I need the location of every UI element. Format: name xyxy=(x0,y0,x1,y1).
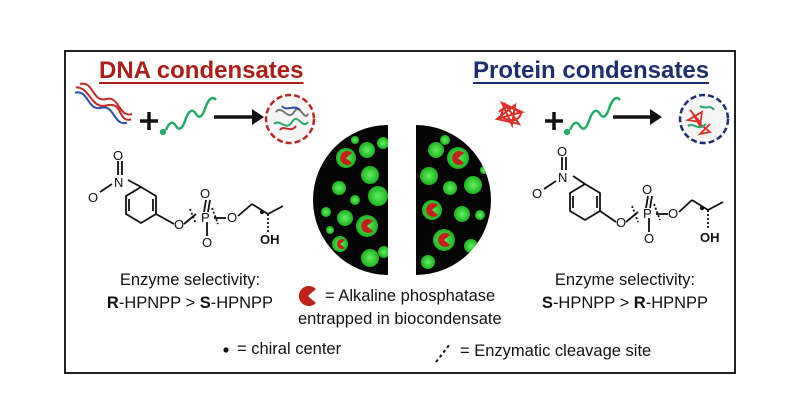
phosphoryl-o: O xyxy=(642,182,653,197)
arrow-right-icon xyxy=(613,109,662,125)
plus-icon xyxy=(140,112,158,130)
hpnpp-molecule-right xyxy=(543,157,724,232)
chiral-center-dot xyxy=(259,209,265,215)
arrow-right-icon xyxy=(214,109,264,125)
dna-condensates-title: DNA condensates xyxy=(99,57,304,84)
phosphoryl-o: O xyxy=(200,186,211,201)
enzyme-legend-line1: = Alkaline phosphatase xyxy=(325,287,496,305)
phosphorus: P xyxy=(201,210,210,225)
hydroxyl: OH xyxy=(700,230,720,245)
phosphate-o: O xyxy=(202,235,213,250)
nitro-o-left: O xyxy=(532,186,543,201)
nitro-o-left: O xyxy=(88,190,99,205)
right-selectivity-order: S-HPNPP > R-HPNPP xyxy=(541,294,709,312)
right-selectivity-label: Enzyme selectivity: xyxy=(554,271,696,289)
protein-condensates-title: Protein condensates xyxy=(473,57,710,84)
nitro-n: N xyxy=(114,175,124,190)
cleavage-legend-icon xyxy=(435,343,451,363)
hpnpp-molecule-left xyxy=(99,161,284,236)
peptide-helix-icon xyxy=(563,96,621,136)
phosphate-o: O xyxy=(644,231,655,246)
protein-icon xyxy=(494,101,525,129)
left-selectivity-order: R-HPNPP > S-HPNPP xyxy=(106,294,274,312)
microscopy-left-half xyxy=(313,125,388,275)
cleavage-site-legend: = Enzymatic cleavage site xyxy=(460,342,652,360)
enzyme-legend-line2: entrapped in biocondensate xyxy=(298,310,502,328)
plus-icon xyxy=(545,112,563,130)
dna-double-helix-icon xyxy=(74,82,133,124)
nitro-o-top: O xyxy=(113,148,124,163)
ester-o: O xyxy=(616,215,627,230)
chiral-center-legend: = chiral center xyxy=(237,340,342,358)
hydroxyl: OH xyxy=(260,232,280,247)
nitro-n: N xyxy=(558,170,568,185)
peptide-helix-icon xyxy=(159,96,217,136)
enzyme-markers xyxy=(337,151,464,249)
chiral-legend-icon xyxy=(223,347,229,353)
phosphorus: P xyxy=(643,206,652,221)
protein-condensate-droplet-icon xyxy=(678,93,730,145)
enzyme-legend-icon xyxy=(298,286,316,307)
dna-condensate-droplet-icon xyxy=(264,93,316,145)
chiral-center-dot xyxy=(699,205,705,211)
alkyl-o: O xyxy=(227,210,238,225)
left-selectivity-label: Enzyme selectivity: xyxy=(119,271,261,289)
figure-frame xyxy=(64,50,736,374)
microscopy-right-half xyxy=(416,125,491,275)
ester-o: O xyxy=(174,217,185,232)
nitro-o-top: O xyxy=(557,144,568,159)
alkyl-o: O xyxy=(668,206,679,221)
